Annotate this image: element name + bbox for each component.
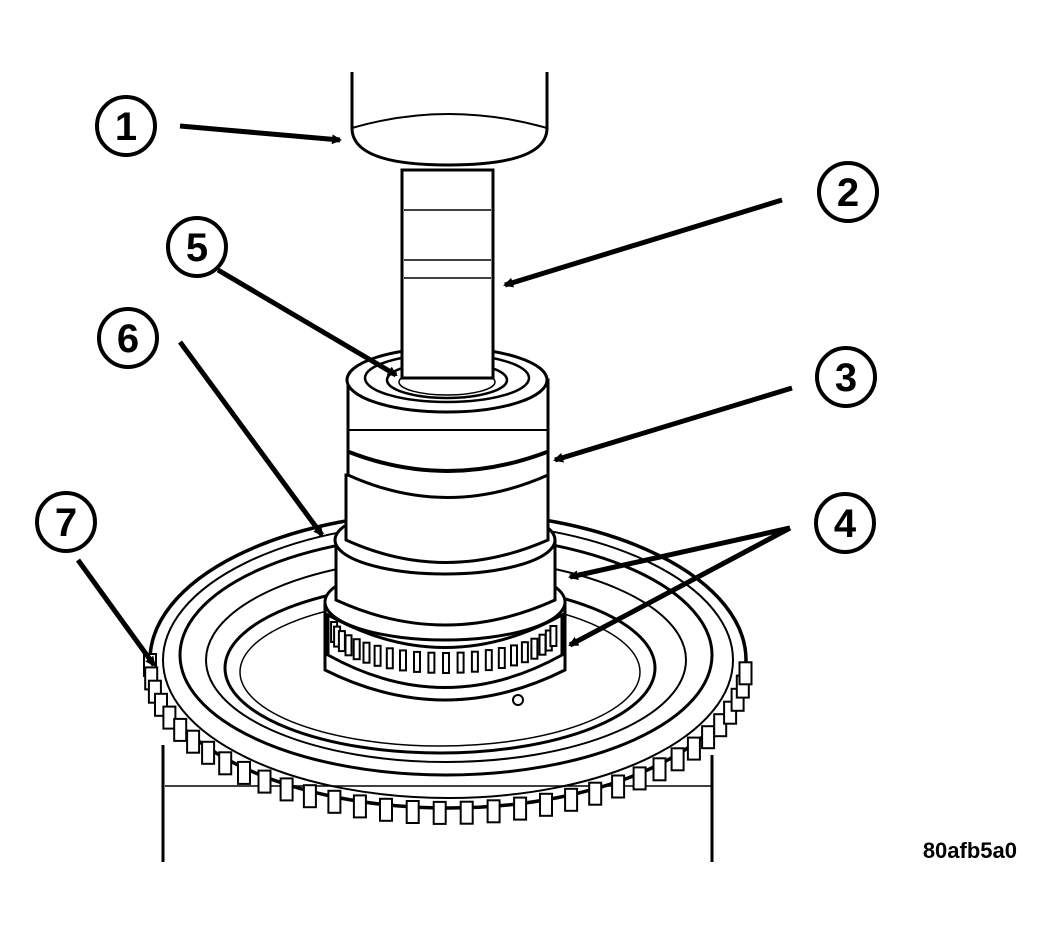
gear-tooth — [701, 725, 716, 750]
bearing-roller — [538, 633, 547, 656]
gear-tooth — [218, 751, 233, 776]
gear-tooth — [686, 736, 701, 761]
svg-text:1: 1 — [115, 105, 137, 149]
bearing-roller — [352, 638, 361, 661]
gear-tooth — [432, 800, 447, 825]
gear-tooth — [405, 800, 420, 824]
gear-tooth — [237, 760, 251, 785]
svg-text:6: 6 — [117, 317, 139, 361]
bearing-roller — [362, 641, 371, 664]
gear-tooth — [201, 740, 216, 765]
callout-5: 5 — [166, 216, 228, 278]
bearing-roller — [373, 644, 382, 667]
gear-tooth — [486, 799, 501, 824]
bearing-roller — [413, 650, 421, 673]
hub-assembly — [323, 346, 567, 706]
bearing-roller — [344, 634, 353, 657]
svg-text:5: 5 — [186, 226, 208, 270]
gear-tooth — [459, 800, 474, 825]
gear-tooth — [186, 729, 201, 754]
bearing-roller — [385, 647, 394, 670]
press-ram-and-shaft — [350, 72, 549, 380]
leader-arrows — [75, 123, 793, 667]
gear-tooth — [173, 717, 188, 742]
gear-tooth — [539, 792, 553, 817]
gear-tooth — [162, 705, 177, 730]
gear-tooth — [327, 789, 342, 814]
gear-tooth — [379, 797, 393, 822]
callout-4: 4 — [814, 492, 876, 554]
figure-id: 80afb5a0 — [923, 838, 1017, 863]
bearing-roller — [497, 647, 506, 669]
callout-2: 2 — [817, 161, 879, 223]
bearing-roller — [484, 649, 493, 672]
svg-text:3: 3 — [835, 356, 857, 400]
gear-tooth — [513, 796, 528, 821]
gear-tooth — [632, 766, 647, 791]
svg-text:4: 4 — [834, 502, 857, 546]
bearing-roller — [442, 652, 450, 674]
roller-bearing-cage — [330, 621, 558, 674]
bearing-roller — [427, 651, 436, 674]
bearing-roller — [549, 625, 558, 647]
bearing-roller — [520, 641, 529, 664]
gear-tooth — [670, 747, 685, 772]
bearing-roller — [399, 649, 407, 672]
callout-3: 3 — [815, 346, 877, 408]
gear-tooth — [588, 781, 603, 806]
gear-tooth — [738, 661, 753, 686]
gear-tooth — [652, 757, 667, 782]
gear-tooth — [257, 769, 272, 794]
callout-6: 6 — [97, 307, 159, 369]
bearing-roller — [530, 637, 539, 660]
bearing-roller — [337, 630, 346, 653]
bearing-roller — [456, 651, 465, 674]
gear-tooth — [611, 774, 626, 799]
svg-text:7: 7 — [55, 501, 77, 545]
callout-7: 7 — [35, 491, 97, 553]
gear-tooth — [279, 777, 294, 802]
gear-tooth — [352, 794, 367, 819]
bearing-roller — [470, 650, 479, 673]
callout-1: 1 — [95, 95, 157, 157]
gear-tooth — [564, 787, 579, 812]
gear-tooth — [302, 784, 317, 809]
svg-text:2: 2 — [837, 171, 859, 215]
bearing-roller — [510, 644, 518, 667]
